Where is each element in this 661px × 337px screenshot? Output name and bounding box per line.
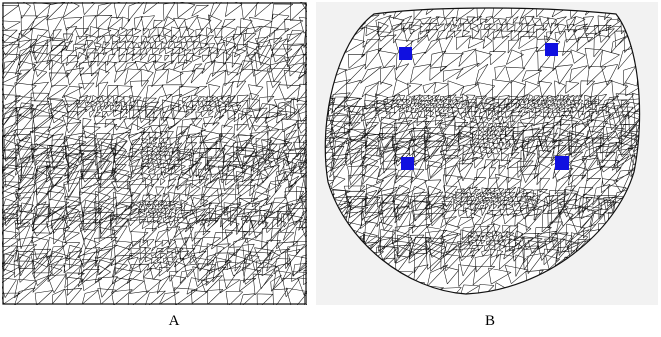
- panel-a-square-mesh: [2, 2, 307, 305]
- marker-top-left: [399, 47, 412, 60]
- face-mesh-svg: [316, 2, 658, 305]
- panel-b-face-mesh: [316, 2, 658, 305]
- caption-a: A: [154, 313, 194, 330]
- marker-mid-left: [401, 157, 414, 170]
- square-mesh-svg: [2, 2, 307, 305]
- marker-top-right: [545, 43, 558, 56]
- marker-mid-right: [555, 156, 569, 170]
- caption-b: B: [470, 313, 510, 330]
